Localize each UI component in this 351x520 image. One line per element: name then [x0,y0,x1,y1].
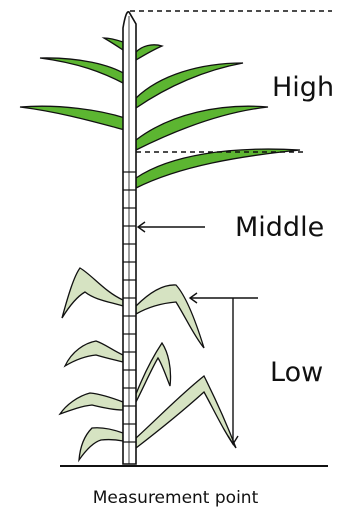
dry-leaf [65,341,123,366]
high-label: High [272,72,334,103]
green-leaf [136,45,162,60]
dry-leaf [60,393,123,414]
dry-leaf [136,376,236,448]
green-leaf [136,63,243,108]
stalk [123,12,136,464]
green-leaf [20,106,125,130]
dry-leaf [62,268,123,318]
green-leaf [136,149,300,188]
dry-leaf [136,343,171,402]
low-label: Low [270,357,323,388]
green-leaf [104,38,123,50]
dry-leaf [136,285,204,348]
middle-label: Middle [235,212,324,243]
green-leaf [40,58,125,84]
caption: Measurement point [0,488,351,508]
dry-leaf [79,428,123,460]
green-leaf [136,106,268,150]
